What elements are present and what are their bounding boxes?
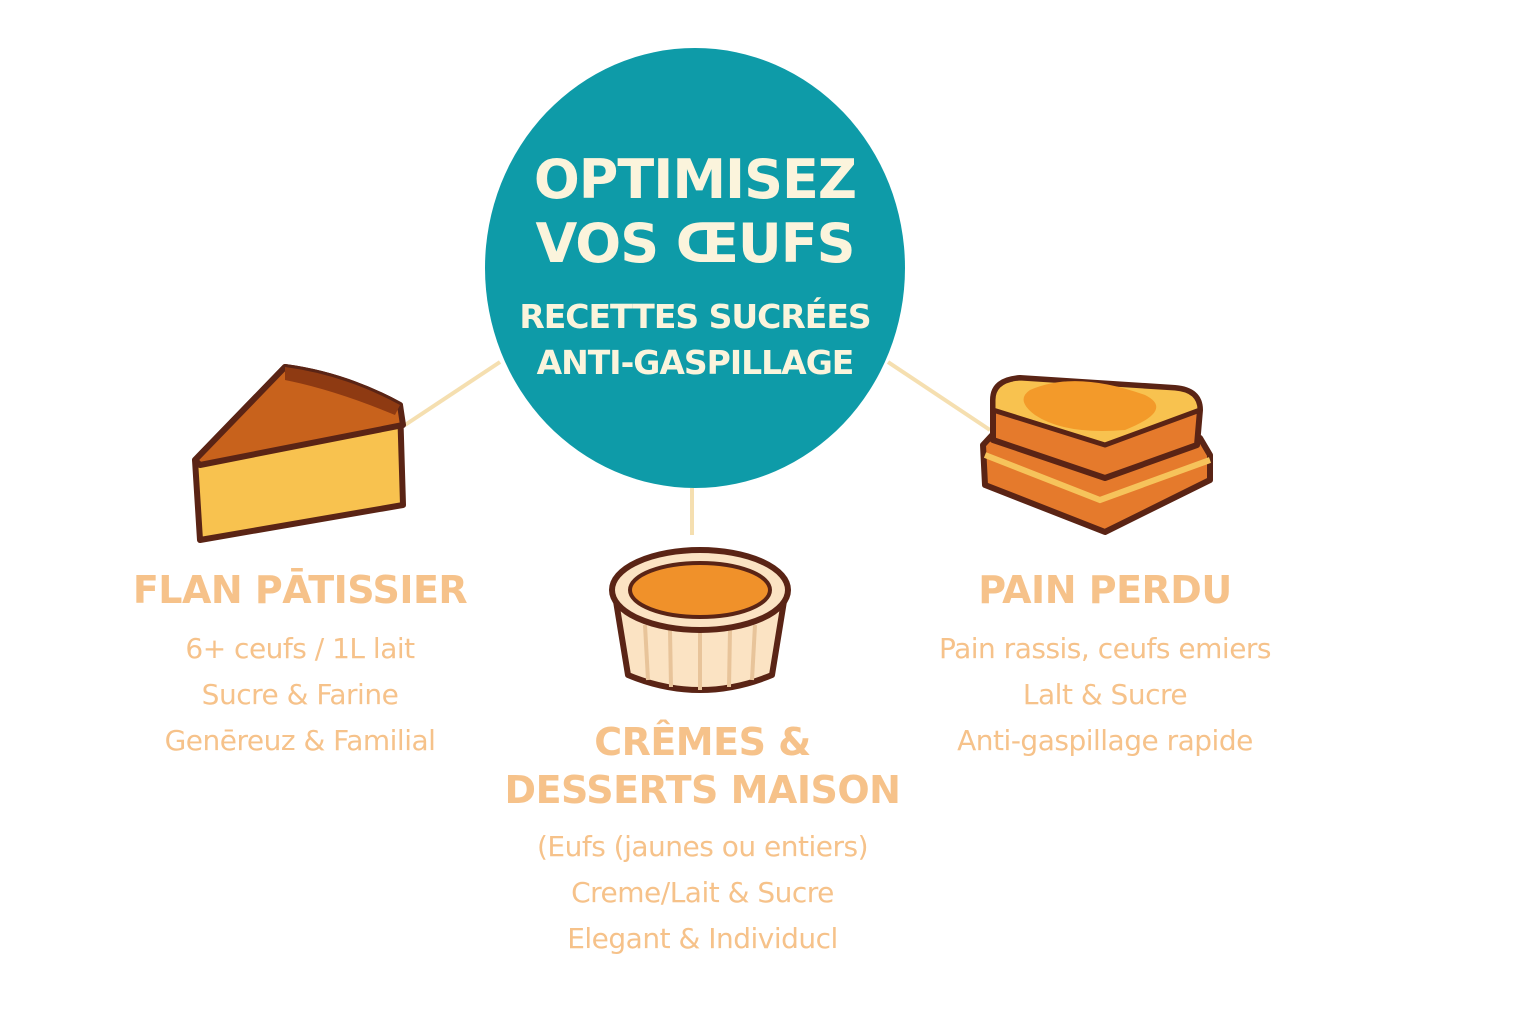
recipe-detail: Genēreuz & Familial — [164, 724, 436, 757]
hub-title: OPTIMISEZ VOS ŒUFS — [485, 148, 905, 276]
creme-ramekin-icon — [609, 547, 791, 693]
hub-subtitle: RECETTES SUCRÉES ANTI-GASPILLAGE — [485, 294, 905, 386]
recipe-detail: Pain rassis, ceufs emiers — [938, 632, 1272, 665]
recipe-pain-perdu: PAIN PERDU Pain rassis, ceufs emiers Lal… — [905, 566, 1305, 764]
recipe-title: CRÊMES & — [594, 720, 811, 764]
recipe-detail: (Eufs (jaunes ou entiers) — [536, 830, 869, 863]
recipe-cremes-desserts: CRÊMES & DESSERTS MAISON (Eufs (jaunes o… — [500, 718, 905, 962]
recipe-detail: Anti-gaspillage rapide — [957, 724, 1253, 757]
recipe-title: FLAN PĀTISSIER — [132, 568, 468, 612]
connector-flan — [403, 360, 502, 427]
recipe-detail: 6+ ceufs / 1L lait — [185, 632, 415, 665]
hub-title-line: OPTIMISEZ — [533, 148, 857, 211]
flan-slice-icon — [192, 364, 406, 543]
hub-title-line: VOS ŒUFS — [535, 212, 855, 275]
connector-pain-perdu — [886, 360, 992, 432]
french-toast-icon — [980, 375, 1213, 535]
recipe-detail: Sucre & Farine — [201, 678, 399, 711]
recipe-detail: Creme/Lait & Sucre — [571, 876, 834, 909]
central-hub-circle: OPTIMISEZ VOS ŒUFS RECETTES SUCRÉES ANTI… — [485, 48, 905, 488]
recipe-detail: Elegant & Individucl — [567, 922, 838, 955]
recipe-flan-patissier: FLAN PĀTISSIER 6+ ceufs / 1L lait Sucre … — [110, 566, 490, 764]
recipe-title: PAIN PERDU — [978, 568, 1232, 612]
hub-subtitle-line: ANTI-GASPILLAGE — [536, 343, 855, 382]
recipe-title: DESSERTS MAISON — [504, 768, 901, 812]
recipe-detail: Lalt & Sucre — [1022, 678, 1188, 711]
hub-subtitle-line: RECETTES SUCRÉES — [519, 297, 871, 336]
